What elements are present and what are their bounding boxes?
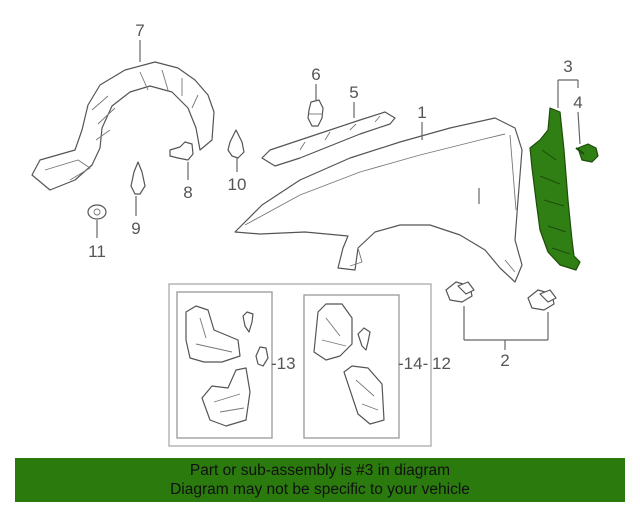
callout-5: 5 (349, 83, 358, 102)
part-9-clip[interactable] (130, 161, 146, 195)
callout-7: 7 (135, 21, 144, 40)
part-3-fender-bracket[interactable] (529, 107, 581, 271)
callout-3: 3 (563, 57, 572, 76)
part-8-clip[interactable] (169, 141, 194, 161)
part-2-bolt-left[interactable] (445, 281, 475, 303)
kit-13-mud-guards[interactable] (185, 305, 269, 427)
callout-6: 6 (311, 65, 320, 84)
part-5-fender-seal[interactable] (261, 111, 396, 167)
kit-14-box (303, 294, 400, 439)
kit-13-box (176, 291, 273, 439)
callout-8: 8 (183, 183, 192, 202)
callouts: 7 6 5 1 8 10 9 11 3 4 2 -13 -14- 12 (88, 21, 583, 373)
part-2-bolt-right[interactable] (527, 289, 557, 311)
part-1-fender[interactable] (234, 117, 523, 283)
part-7-fender-liner[interactable] (31, 61, 215, 191)
callout-13: -13 (271, 354, 296, 373)
callout-4: 4 (573, 93, 582, 112)
banner-line-1: Part or sub-assembly is #3 in diagram (189, 462, 451, 479)
kit-14-mud-guards[interactable] (313, 303, 385, 425)
mud-guard-kit-box (168, 283, 432, 447)
callout-14: -14- (398, 354, 428, 373)
part-10-clip[interactable] (227, 129, 245, 159)
info-banner: Part or sub-assembly is #3 in diagram Di… (15, 458, 625, 502)
callout-11: 11 (88, 242, 106, 261)
callout-10: 10 (228, 175, 247, 194)
part-6-clip[interactable] (307, 99, 324, 127)
part-11-screw[interactable] (87, 204, 107, 220)
callout-12: 12 (432, 354, 451, 373)
leader-lines (96, 40, 581, 350)
callout-2: 2 (500, 351, 509, 370)
part-4-bolt[interactable] (575, 143, 599, 163)
callout-9: 9 (131, 219, 140, 238)
callout-1: 1 (417, 103, 426, 122)
banner-line-2: Diagram may not be specific to your vehi… (170, 481, 470, 498)
